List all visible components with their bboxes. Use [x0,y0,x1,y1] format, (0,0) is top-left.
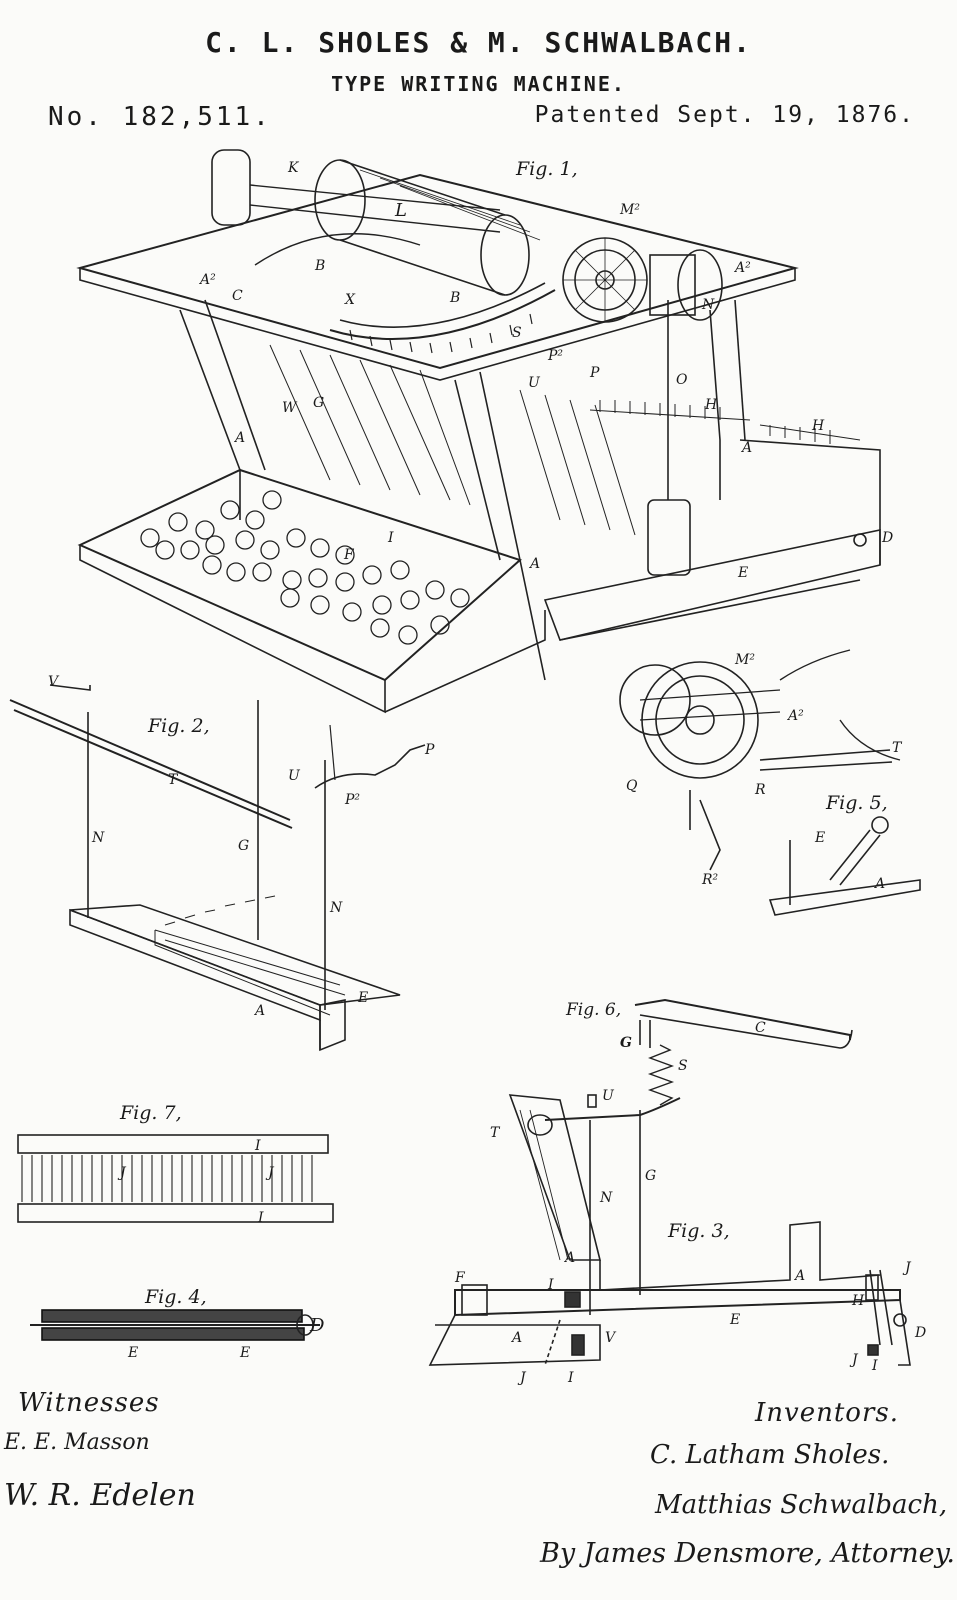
ref-letter: E [730,1312,740,1328]
ref-letter: F [344,547,354,563]
ref-letter: I [388,530,394,546]
fig6-drawing [635,1000,852,1105]
ref-letter: N [702,297,714,313]
ref-letter: G [313,395,324,411]
ref-letter: A [875,876,885,892]
ref-letter: X [345,292,355,308]
fig7-drawing [18,1135,333,1222]
ref-letter: N [600,1190,612,1206]
fig7-label: Fig. 7, [120,1102,182,1124]
ref-letter: G [238,838,249,854]
ref-letter: D [882,530,893,546]
ref-letter: R [755,782,766,798]
ref-letter: P [425,742,434,758]
ref-letter: P [590,365,599,381]
inventor-signature-2: Matthias Schwalbach, [655,1490,947,1520]
ref-letter: C [232,288,243,304]
ref-letter: S [512,325,522,341]
ref-letter: A² [200,272,216,288]
ref-letter: M² [735,652,755,668]
witnesses-label: Witnesses [18,1388,160,1418]
ref-letter: L [395,200,407,221]
ref-letter: E [358,990,368,1006]
ref-letter: J [268,1165,274,1181]
ref-letter: V [605,1330,615,1346]
witness-signature-2: W. R. Edelen [4,1478,196,1513]
ref-letter: G [620,1035,632,1051]
ref-letter: N [92,830,104,846]
ref-letter: T [892,740,901,756]
fig4-drawing [30,1310,320,1340]
ref-letter: U [288,768,300,784]
ref-letter: R² [702,872,718,888]
witness-signature-1: E. E. Masson [4,1430,150,1455]
ref-letter: A [795,1268,805,1284]
ref-letter: A [235,430,245,446]
ref-letter: W [282,400,296,416]
ref-letter: J [852,1352,858,1368]
ref-letter: K [288,160,298,176]
ref-letter: H [705,397,717,413]
ref-letter: I [255,1138,261,1154]
ref-letter: G [645,1168,656,1184]
ref-letter: O [676,372,687,388]
ref-letter: Q [626,778,637,794]
ref-letter: B [315,258,325,274]
ref-letter: N [330,900,342,916]
ref-letter: I [568,1370,574,1386]
ref-letter: A [255,1003,265,1019]
ref-letter: P² [345,792,360,808]
ref-letter: T [168,772,177,788]
ref-letter: M² [620,202,640,218]
ref-letter: J [905,1260,911,1276]
ref-letter: D [310,1315,324,1336]
ref-letter: T [490,1125,499,1141]
ref-letter: F [455,1270,465,1286]
inventors-label: Inventors. [755,1398,899,1428]
inventor-signature-1: C. Latham Sholes. [650,1440,889,1470]
ref-letter: H [852,1293,864,1309]
ref-letter: A [742,440,752,456]
ref-letter: H [812,418,824,434]
ref-letter: S [678,1058,688,1074]
ref-letter: A [565,1250,575,1266]
fig3-label: Fig. 3, [668,1220,730,1242]
ref-letter: J [120,1165,126,1181]
ref-letter: D [915,1325,926,1341]
ref-letter: E [815,830,825,846]
ref-letter: E [240,1345,250,1361]
ref-letter: U [602,1088,614,1104]
ref-letter: A² [735,260,751,276]
ref-letter: J [520,1370,526,1386]
ref-letter: A [530,556,540,572]
fig5-label: Fig. 5, [826,792,888,814]
ref-letter: B [450,290,460,306]
fig2-label: Fig. 2, [148,715,210,737]
ref-letter: I [872,1358,878,1374]
fig6-label: Fig. 6, [566,1000,621,1020]
ref-letter: I [548,1277,554,1293]
attorney-signature: By James Densmore, Attorney. [540,1538,955,1569]
ref-letter: U [528,375,540,391]
ref-letter: V [48,674,58,690]
ref-letter: A² [788,708,804,724]
ref-letter: I [258,1210,264,1226]
ref-letter: P² [548,348,563,364]
fig4-label: Fig. 4, [145,1286,207,1308]
ref-letter: E [738,565,748,581]
ref-letter: C [755,1020,766,1036]
ref-letter: A [512,1330,522,1346]
ref-letter: E [128,1345,138,1361]
fig1-drawing [80,150,880,712]
fig1-label: Fig. 1, [516,158,578,180]
